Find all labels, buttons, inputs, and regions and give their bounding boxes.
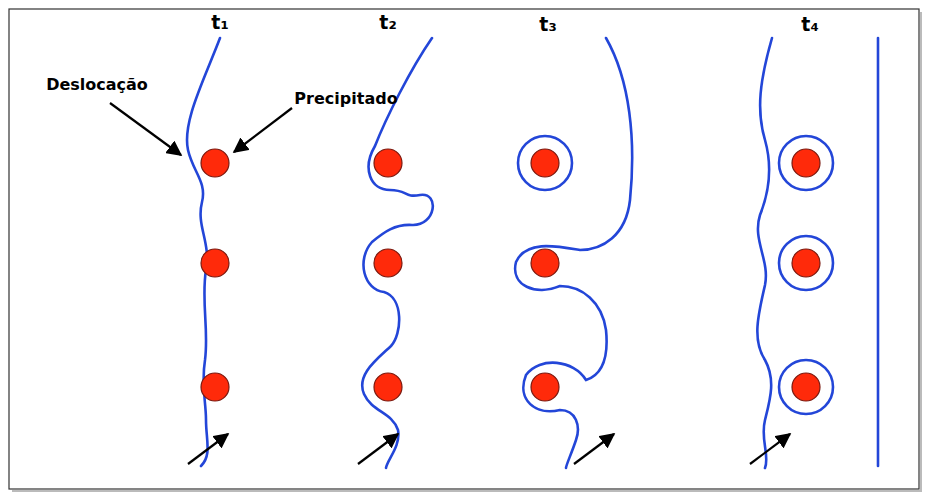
dislocation-loop bbox=[779, 360, 833, 414]
precipitate bbox=[374, 249, 402, 277]
leader-arrow bbox=[110, 103, 181, 155]
dislocation-line bbox=[877, 38, 880, 466]
direction-arrow bbox=[574, 434, 614, 464]
precipitate bbox=[792, 149, 820, 177]
dislocation-loop bbox=[779, 136, 833, 190]
direction-arrow bbox=[358, 434, 398, 464]
precipitate bbox=[374, 149, 402, 177]
dislocation-loop bbox=[518, 136, 572, 190]
dislocation-line bbox=[757, 38, 772, 468]
frame-shadow bbox=[12, 490, 921, 492]
part-label: Precipitado bbox=[294, 90, 397, 108]
frame bbox=[9, 9, 919, 489]
dislocation-line bbox=[515, 38, 632, 468]
part-label: Deslocação bbox=[46, 76, 148, 94]
precipitate bbox=[531, 249, 559, 277]
time-label: t₃ bbox=[539, 14, 556, 35]
precipitate bbox=[201, 249, 229, 277]
time-label: t₂ bbox=[379, 12, 396, 33]
precipitate bbox=[792, 373, 820, 401]
frame-shadow bbox=[920, 12, 922, 492]
leader-arrow bbox=[234, 108, 292, 152]
precipitate bbox=[201, 149, 229, 177]
precipitate bbox=[531, 373, 559, 401]
precipitate bbox=[531, 149, 559, 177]
precipitate bbox=[374, 373, 402, 401]
dislocation-loop bbox=[779, 236, 833, 290]
time-label: t₄ bbox=[801, 14, 818, 35]
precipitate bbox=[792, 249, 820, 277]
direction-arrow bbox=[750, 434, 790, 464]
precipitate bbox=[201, 373, 229, 401]
time-label: t₁ bbox=[211, 12, 228, 33]
direction-arrow bbox=[188, 434, 228, 464]
